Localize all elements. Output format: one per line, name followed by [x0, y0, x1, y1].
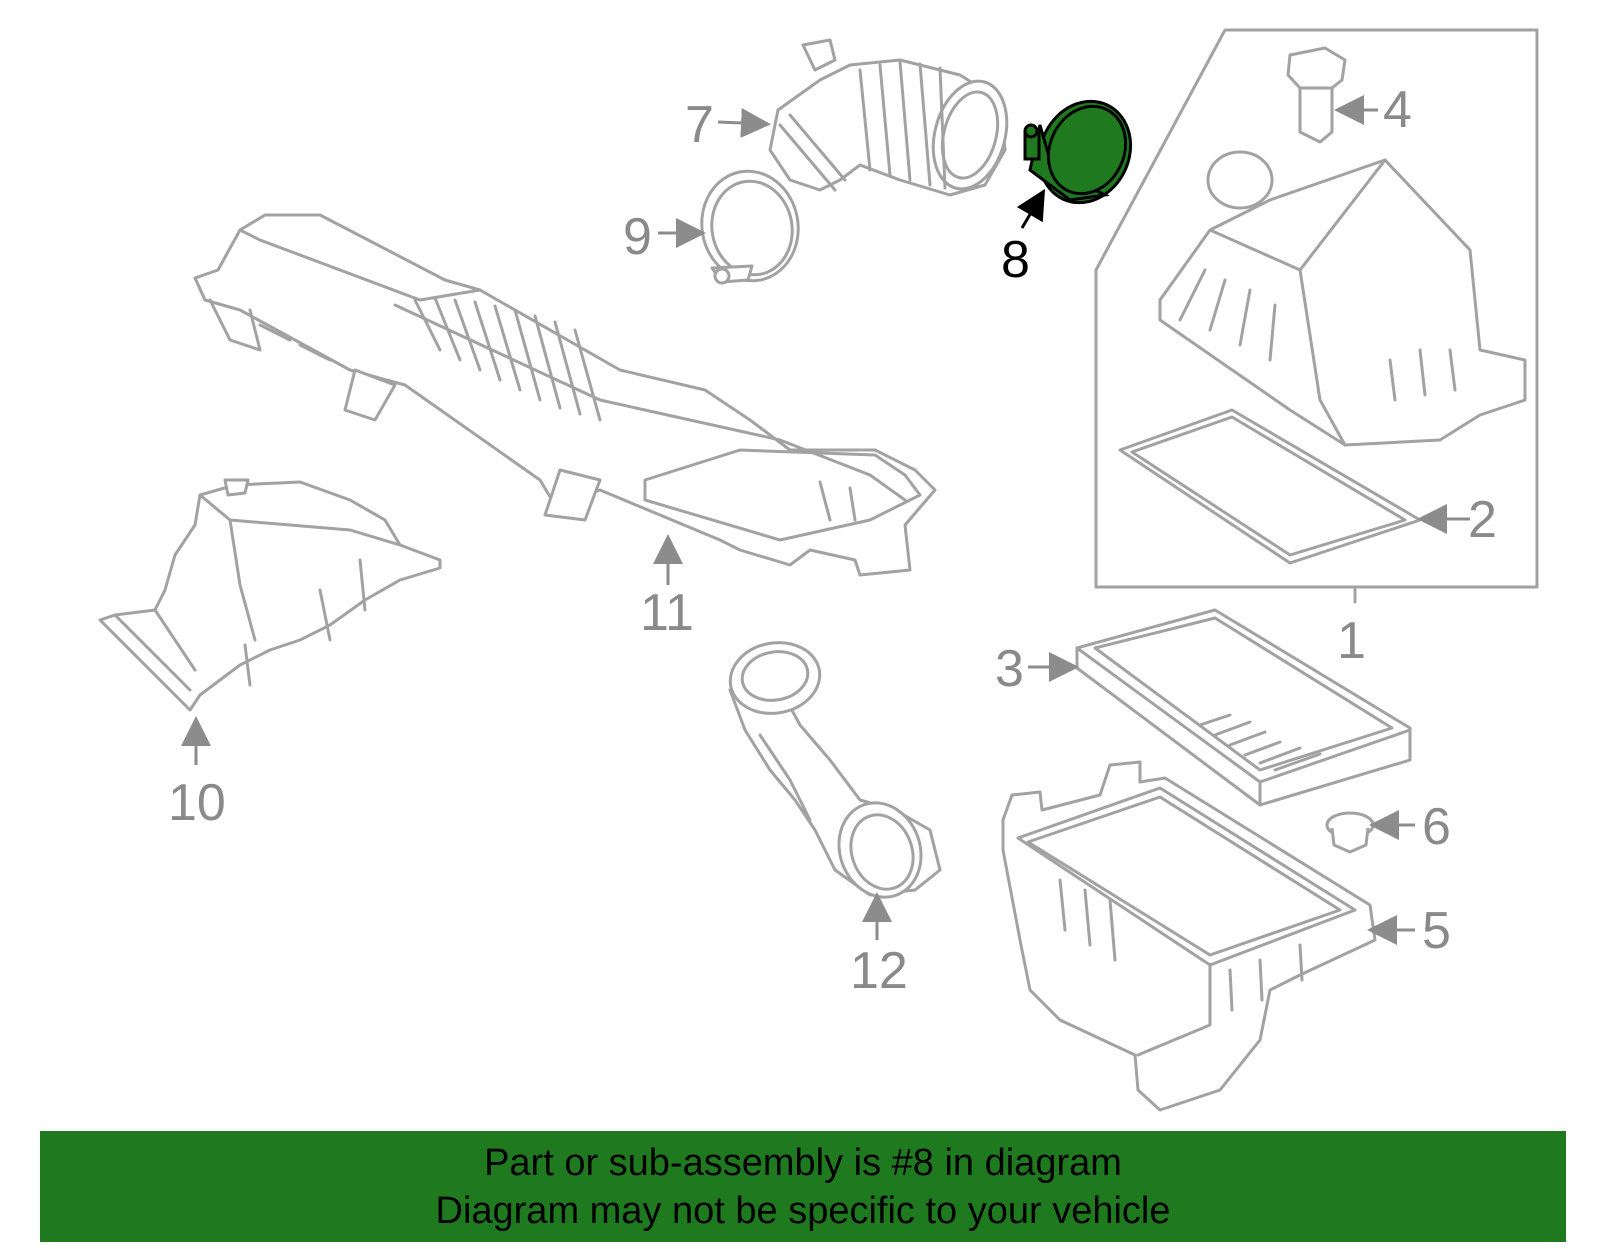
part-6-grommet[interactable] — [1325, 811, 1375, 854]
callout-5[interactable]: 5 — [1422, 902, 1451, 960]
arrow-7 — [717, 107, 771, 138]
callout-12[interactable]: 12 — [850, 942, 908, 1000]
callout-1[interactable]: 1 — [1337, 612, 1366, 670]
upper-housing — [1158, 150, 1527, 447]
part-7-hose[interactable] — [768, 38, 1018, 197]
part-9-clamp[interactable] — [693, 164, 807, 289]
parts-diagram: 1 2 3 4 5 6 7 8 9 10 11 12 — [98, 28, 1539, 1112]
part-11-intake-duct[interactable] — [193, 213, 937, 577]
assembly-1-box — [1094, 28, 1539, 604]
callout-7[interactable]: 7 — [685, 96, 714, 154]
part-8-clamp[interactable] — [1023, 86, 1147, 217]
callout-8[interactable]: 8 — [1001, 231, 1030, 289]
part-5-lower-housing[interactable] — [1001, 760, 1377, 1112]
part-12-elbow-hose[interactable] — [725, 636, 942, 909]
caption-line-1: Part or sub-assembly is #8 in diagram — [484, 1141, 1122, 1184]
callout-4[interactable]: 4 — [1383, 81, 1412, 139]
caption-banner: Part or sub-assembly is #8 in diagram Di… — [40, 1131, 1566, 1242]
callout-10[interactable]: 10 — [168, 774, 226, 832]
part-4-sensor[interactable] — [1286, 46, 1347, 144]
caption-line-2: Diagram may not be specific to your vehi… — [435, 1189, 1171, 1232]
part-10-shield[interactable] — [98, 478, 442, 712]
arrow-8 — [1016, 188, 1046, 229]
callout-9[interactable]: 9 — [623, 208, 652, 266]
callout-11[interactable]: 11 — [640, 584, 694, 642]
callout-6[interactable]: 6 — [1422, 798, 1451, 856]
part-3-air-filter[interactable] — [1075, 608, 1412, 807]
callout-3[interactable]: 3 — [995, 640, 1024, 698]
callout-2[interactable]: 2 — [1468, 491, 1497, 549]
